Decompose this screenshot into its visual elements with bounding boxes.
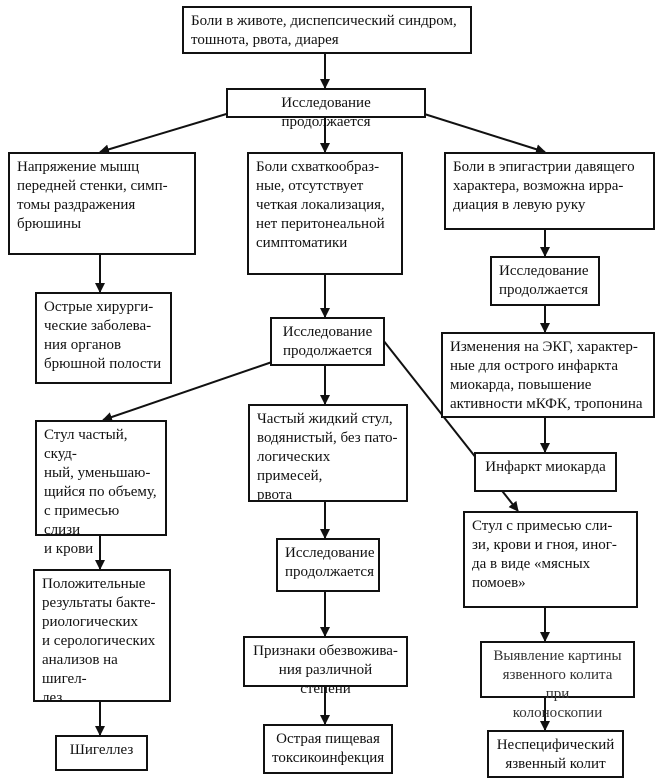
ecg-changes-box: Изменения на ЭКГ, характер- ные для остр… [441,332,655,418]
dehydration-box: Признаки обезвожива- ния различной степе… [243,636,408,697]
exam-continues-main-box: Исследование продолжается [226,88,426,130]
shigella-signs-box: Стул частый, скуд- ный, уменьшаю- щийся … [35,420,167,557]
right-exam-box: Исследование продолжается [490,256,600,306]
right-signs-box: Боли в эпигастрии давящего характера, во… [444,152,655,230]
exam-continues-toxic-box: Исследование продолжается [276,538,380,592]
colitis-signs-box: Стул с примесью сли- зи, крови и гноя, и… [463,511,638,608]
food-toxicoinfection-box: Острая пищевая токсикоинфекция [263,724,393,774]
middle-exam-box: Исследование продолжается [270,317,385,366]
left-signs-box: Напряжение мышц передней стенки, симп- т… [8,152,196,255]
colonoscopy-finding-box: Выявление картины язвенного колита при к… [480,641,635,721]
arrow-exam-to-shigella [102,361,273,422]
arrow-exam-to-left [99,111,234,155]
shigella-tests-box: Положительные результаты бакте- риологич… [33,569,171,706]
shigellosis-box: Шигеллез [55,735,148,771]
root-symptoms-box: Боли в животе, диспепсический синдром, т… [182,6,472,54]
middle-signs-box: Боли схваткообраз- ные, отсутствует четк… [247,152,403,275]
acute-surgical-diseases-box: Острые хирурги- ческие заболева- ния орг… [35,292,172,384]
ulcerative-colitis-box: Неспецифический язвенный колит [487,730,624,778]
arrow-exam-to-right [417,111,546,155]
myocardial-infarction-box: Инфаркт миокарда [474,452,617,492]
toxic-signs-box: Частый жидкий стул, водянистый, без пато… [248,404,408,503]
